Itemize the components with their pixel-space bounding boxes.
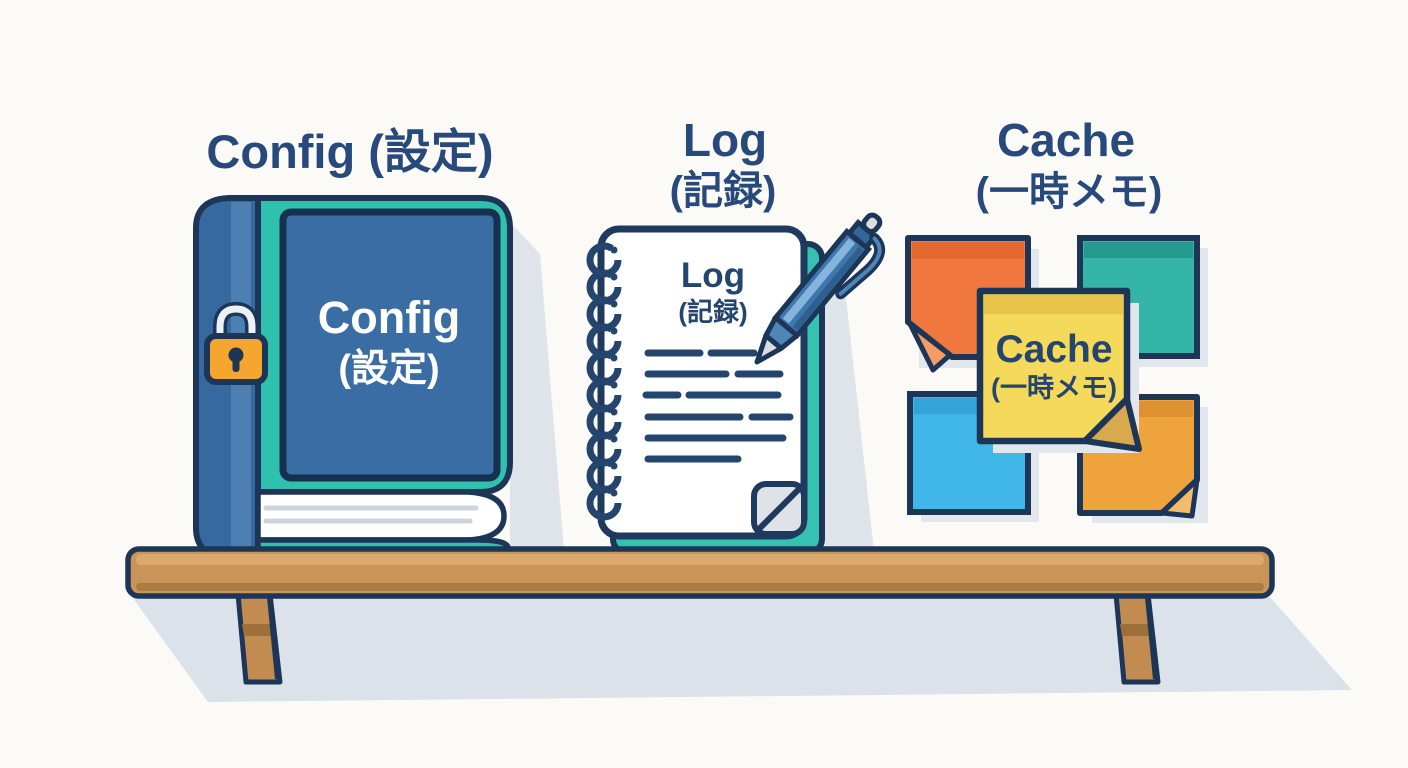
ruled-lines xyxy=(642,349,794,463)
cache-sticky-notes: Cache (一時メモ) xyxy=(905,235,1208,523)
notebook-label-line2: (記録) xyxy=(678,297,747,327)
lock-icon xyxy=(204,301,268,385)
notebook-shadow xyxy=(820,268,874,551)
cache-title-line1: Cache xyxy=(997,114,1135,166)
shelf-bracket-right xyxy=(1113,591,1161,685)
log-title-line1: Log xyxy=(683,114,767,166)
cache-title-line2: (一時メモ) xyxy=(976,170,1163,214)
log-title-line2: (記録) xyxy=(670,169,777,213)
book-cover-label-line2: (設定) xyxy=(338,348,439,390)
sticky-note-yellow: Cache (一時メモ) xyxy=(976,287,1142,452)
pen-icon xyxy=(754,212,886,365)
shelf-plank xyxy=(125,546,1275,599)
wall-shelf xyxy=(125,546,1275,685)
shelf-shadow xyxy=(132,597,1352,702)
spiral-binding xyxy=(586,242,622,521)
book-cover-label-line1: Config xyxy=(318,292,460,343)
cache-note-label-line1: Cache xyxy=(995,328,1112,371)
config-book: Config (設定) xyxy=(193,195,564,561)
book-pages xyxy=(255,489,507,543)
cache-note-label-line2: (一時メモ) xyxy=(991,373,1117,403)
log-title: Log (記録) xyxy=(670,114,777,213)
config-title: Config (設定) xyxy=(206,125,493,178)
page-fold xyxy=(751,481,807,537)
log-notebook: Log (記録) xyxy=(586,212,886,556)
book-cover-panel xyxy=(279,208,501,482)
notebook-label-line1: Log xyxy=(681,256,745,295)
shelf-bracket-left xyxy=(235,591,283,685)
cache-title: Cache (一時メモ) xyxy=(976,114,1163,214)
book-shadow xyxy=(510,222,564,551)
